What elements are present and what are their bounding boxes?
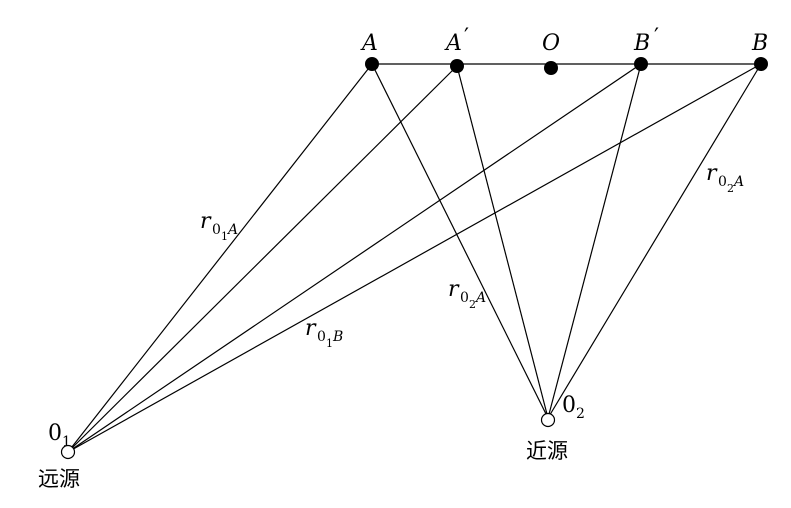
label-b-prime-mark: ′ xyxy=(654,25,659,50)
r-o2a-r-two: 2 xyxy=(727,182,734,195)
near-source-sub: 2 xyxy=(576,406,585,422)
r-o2a-r-a: A xyxy=(732,174,744,190)
r-o2a-m-zero: 0 xyxy=(460,290,469,306)
far-source-label: 0 1 xyxy=(48,421,71,450)
point-a-dot xyxy=(365,57,379,71)
label-a-prime: A xyxy=(444,31,462,56)
point-b-dot xyxy=(754,57,768,71)
line-o1-a xyxy=(67,63,373,453)
r-o2a-r-zero: 0 xyxy=(718,174,727,190)
r-o2a-m-two: 2 xyxy=(469,298,476,311)
far-source-name: 远源 xyxy=(38,467,80,491)
label-o: O xyxy=(542,31,560,56)
label-r-o1-a: r 0 1 A xyxy=(200,209,238,243)
line-o2-b-prime xyxy=(547,63,642,419)
line-o2-b xyxy=(547,63,762,419)
label-a: A xyxy=(360,31,378,56)
r-o2a-m-r: r xyxy=(448,277,460,302)
r-o1a-zero: 0 xyxy=(212,222,221,238)
line-o1-a-prime xyxy=(67,65,458,453)
label-b-prime: B xyxy=(633,31,650,56)
r-o1b-r: r xyxy=(305,316,317,341)
r-o1a-one: 1 xyxy=(221,230,228,243)
line-o1-b xyxy=(67,63,762,453)
line-o2-a-prime xyxy=(456,65,549,419)
far-source-circle xyxy=(60,444,76,460)
point-o-dot xyxy=(544,61,558,75)
label-r-o2-a-right: r 0 2 A xyxy=(706,161,744,195)
r-o1b-one: 1 xyxy=(326,337,333,350)
far-source-sub: 1 xyxy=(62,434,71,450)
near-source-label: 0 2 xyxy=(562,393,585,422)
near-source-circle xyxy=(540,412,556,428)
r-o1a-r: r xyxy=(200,209,212,234)
label-r-o2-a-middle: r 0 2 A xyxy=(448,277,486,311)
point-b-prime-dot xyxy=(634,57,648,71)
r-o1a-a: A xyxy=(226,222,238,238)
near-source-name: 近源 xyxy=(526,439,568,463)
r-o2a-m-a: A xyxy=(474,290,486,306)
label-r-o1-b: r 0 1 B xyxy=(305,316,343,350)
line-o2-a xyxy=(371,63,549,419)
r-o2a-r-r: r xyxy=(706,161,718,186)
near-source-base: 0 xyxy=(562,393,576,418)
label-b: B xyxy=(751,31,768,56)
r-o1b-zero: 0 xyxy=(317,329,326,345)
point-a-prime-dot xyxy=(450,59,464,73)
far-source-base: 0 xyxy=(48,421,62,446)
r-o1b-b: B xyxy=(332,329,343,345)
line-o1-b-prime xyxy=(67,63,642,453)
label-a-prime-mark: ′ xyxy=(464,25,469,50)
